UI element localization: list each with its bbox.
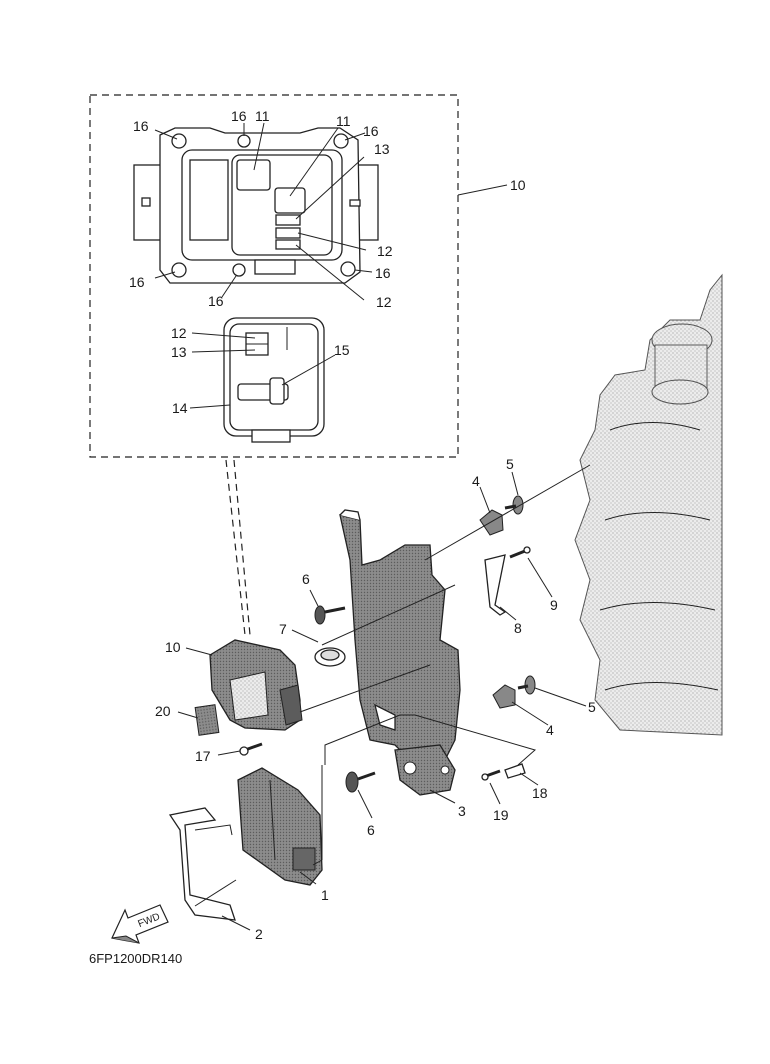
callout-20: 20 — [155, 703, 171, 719]
callout-18: 18 — [532, 785, 548, 801]
callout-13: 13 — [374, 141, 390, 157]
callout-16: 16 — [363, 123, 379, 139]
screw-part — [239, 742, 263, 756]
callout-11: 11 — [255, 108, 270, 124]
engine-block — [574, 273, 723, 736]
callout-4: 4 — [546, 722, 554, 738]
ecm-unit — [237, 767, 323, 886]
callout-2: 2 — [255, 926, 263, 942]
clip-18 — [504, 763, 526, 779]
callout-10: 10 — [165, 639, 181, 655]
main-bracket — [339, 509, 461, 796]
module-assembly — [209, 639, 303, 731]
callout-16: 16 — [231, 108, 247, 124]
grommet-upper — [479, 509, 504, 536]
inset-leaders — [154, 122, 508, 409]
callout-8: 8 — [514, 620, 522, 636]
callout-5: 5 — [588, 699, 596, 715]
callout-12: 12 — [377, 243, 393, 259]
callout-17: 17 — [195, 748, 211, 764]
callout-14: 14 — [172, 400, 188, 416]
collar-lower — [517, 675, 536, 695]
callout-12: 12 — [376, 294, 392, 310]
bolt-9 — [509, 546, 531, 559]
callout-16: 16 — [133, 118, 149, 134]
module-bottom-view — [223, 317, 325, 443]
callout-16: 16 — [129, 274, 145, 290]
callout-7: 7 — [279, 621, 287, 637]
detail-inset — [89, 94, 508, 458]
stay-bracket — [484, 554, 507, 616]
callout-1: 1 — [321, 887, 329, 903]
screw-19 — [481, 769, 501, 781]
assembly-lines — [299, 464, 591, 866]
label-plate-part — [194, 704, 220, 736]
callout-9: 9 — [550, 597, 558, 613]
callout-3: 3 — [458, 803, 466, 819]
diagram-code: 6FP1200DR140 — [89, 951, 182, 966]
forward-arrow-icon: FWD — [111, 904, 169, 944]
callout-13: 13 — [171, 344, 187, 360]
callout-12: 12 — [171, 325, 187, 341]
collar-upper — [504, 495, 524, 515]
callout-15: 15 — [334, 342, 350, 358]
callout-16: 16 — [375, 265, 391, 281]
washer-bolt-upper — [314, 605, 346, 625]
callout-6: 6 — [367, 822, 375, 838]
callout-11: 11 — [336, 113, 351, 129]
callout-labels: 16 16 11 11 16 13 10 12 16 16 16 12 12 1… — [129, 108, 596, 942]
callout-5: 5 — [506, 456, 514, 472]
callout-19: 19 — [493, 807, 509, 823]
main-leaders — [177, 471, 587, 931]
callout-10: 10 — [510, 177, 526, 193]
hose-clamp — [314, 647, 346, 667]
washer-bolt-lower — [345, 771, 376, 793]
inset-link — [225, 459, 251, 636]
callout-16: 16 — [208, 293, 224, 309]
module-top-view — [133, 127, 379, 284]
ecm-bracket — [168, 807, 236, 921]
callout-4: 4 — [472, 473, 480, 489]
callout-6: 6 — [302, 571, 310, 587]
grommet-lower — [492, 684, 516, 709]
